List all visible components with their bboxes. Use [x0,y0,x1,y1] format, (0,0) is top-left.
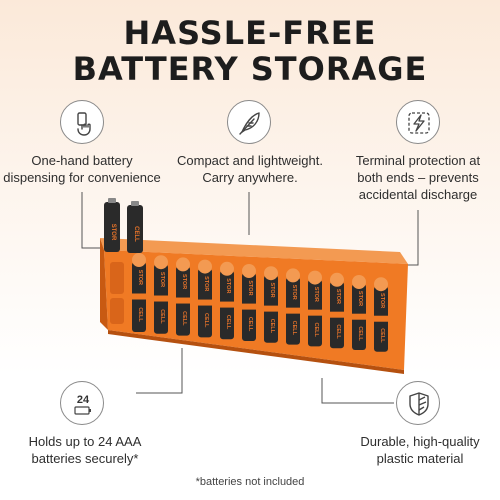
battery-label-bottom: CELL [379,328,385,343]
case-end-cap [100,238,108,330]
case-divider-band [176,297,190,304]
battery-label-top: STOR [181,274,187,289]
feature-one-hand-text: One-hand battery dispensing for convenie… [3,153,161,185]
shield-icon [396,381,440,425]
case-divider-band [330,311,344,318]
dispensed-battery: CELL [127,201,143,253]
battery-label-bottom: CELL [291,321,297,336]
battery-slot-clip [220,261,234,276]
battery-label-top: STOR [313,287,319,302]
battery-label-top: STOR [247,280,253,295]
dispensed-battery: STOR [104,198,120,252]
battery-label-top: STOR [159,272,165,287]
case-divider-band [308,309,322,316]
svg-text:CELL: CELL [133,226,139,242]
battery-label-top: STOR [335,289,341,304]
battery-label-top: STOR [291,285,297,300]
case-latch [110,262,124,294]
battery-slot-clip [352,275,366,289]
case-divider-band [286,307,300,314]
headline-line-1: HASSLE-FREE [123,14,377,52]
battery-slot-clip [198,259,212,274]
battery-label-bottom: CELL [313,323,319,338]
battery-label-top: STOR [137,270,143,285]
feature-lightweight-text: Compact and lightweight. Carry anywhere. [177,153,323,185]
batteries-not-included-note: *batteries not included [195,476,305,488]
battery-count-text: 24 [77,394,90,406]
battery-label-bottom: CELL [159,309,165,324]
battery-label-bottom: CELL [203,313,209,328]
battery-label-top: STOR [203,276,209,291]
battery-slot-clip [286,268,300,283]
battery-label-bottom: CELL [357,326,363,341]
case-divider-band [132,293,146,300]
battery-slot-clip [154,255,168,270]
feature-terminal-text: Terminal protection at both ends – preve… [355,153,481,202]
lightning-bolt-icon [396,100,440,144]
case-bottom-edge [108,330,404,374]
case-divider-band [198,299,212,306]
case-divider-band [374,315,388,322]
battery-label-top: STOR [379,293,385,308]
battery-label-top: STOR [357,291,363,306]
case-divider-band [242,303,256,310]
svg-text:STOR: STOR [110,224,116,241]
battery-label-bottom: CELL [335,324,341,339]
battery-slot-clip [242,264,256,278]
case-latch [110,298,124,324]
case-divider-band [264,305,278,312]
battery-slot-clip [308,270,322,285]
hand-pointer-icon [60,100,104,144]
battery-slot-clip [264,266,278,281]
battery-count-icon: 24 [60,381,104,425]
headline-line-2: BATTERY STORAGE [72,50,428,88]
feather-icon [227,100,271,144]
battery-slot-clip [176,257,190,272]
battery-slot-clip [374,277,388,292]
battery-label-bottom: CELL [181,311,187,326]
case-divider-band [352,313,366,320]
battery-label-top: STOR [269,282,275,297]
case-top-ledge [100,238,408,264]
case-divider-band [220,301,234,308]
battery-label-bottom: CELL [247,317,253,332]
battery-slot-clip [132,253,146,267]
battery-label-bottom: CELL [137,307,143,322]
battery-label-bottom: CELL [225,315,231,330]
battery-label-top: STOR [225,278,231,293]
case-divider-band [154,295,168,302]
battery-slot-clip [330,272,344,287]
feature-capacity-text: Holds up to 24 AAA batteries securely* [28,434,142,466]
battery-label-bottom: CELL [269,319,275,334]
feature-durable-text: Durable, high-quality plastic material [360,434,480,466]
